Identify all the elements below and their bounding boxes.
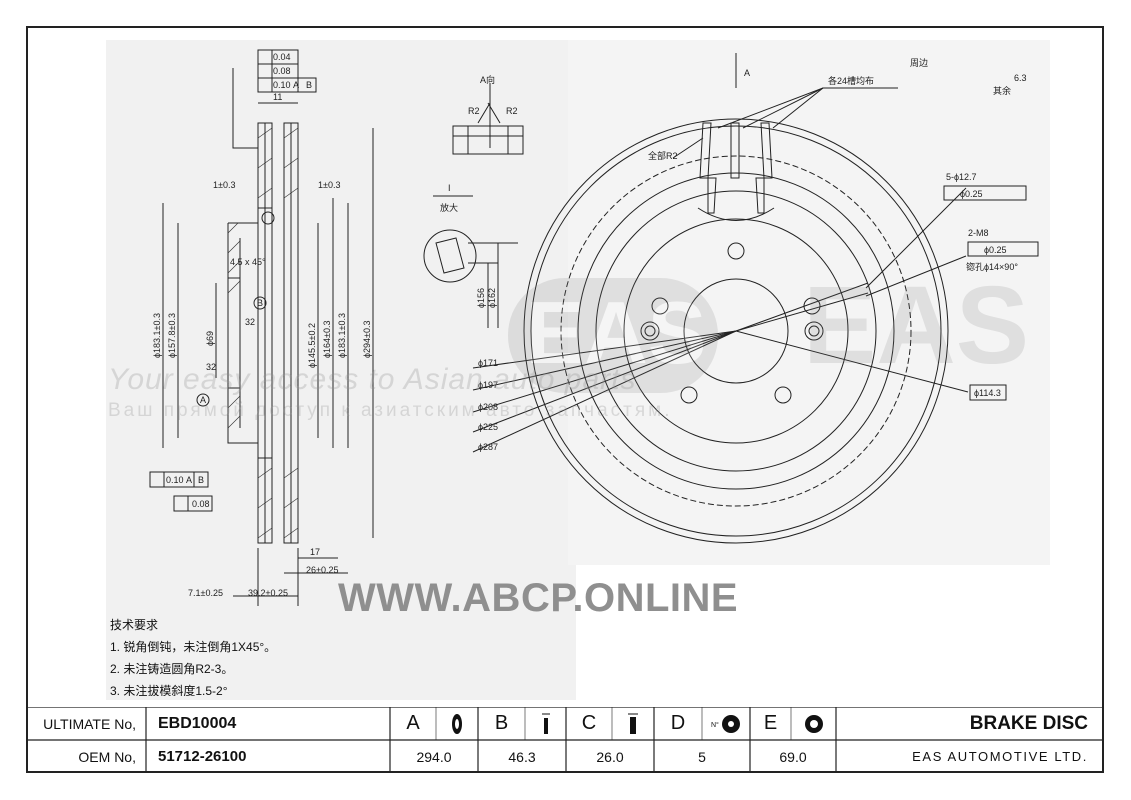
svg-text:各24槽均布: 各24槽均布 (828, 75, 874, 86)
front-annotations: A 各24槽均布 周边 6.3 其余 全部R2 5-ϕ12.7 ϕ0.25 2-… (478, 58, 1027, 452)
svg-text:其余: 其余 (993, 85, 1011, 96)
disc-thickness-icon (612, 707, 654, 740)
svg-text:6.3: 6.3 (1014, 73, 1027, 83)
center-bore-circle (683, 278, 789, 384)
scan-right-area (568, 40, 1050, 565)
outer-edge-circle (523, 118, 949, 544)
svg-text:EAS: EAS (526, 283, 707, 382)
svg-text:ϕ183.1±0.3: ϕ183.1±0.3 (337, 313, 347, 358)
disc-height-icon (525, 707, 566, 740)
svg-text:B: B (257, 298, 263, 308)
notes-line: 3. 未注拔模斜度1.5-2° (110, 684, 228, 696)
notes-line: 2. 未注铸造圆角R2-3。 (110, 662, 234, 676)
svg-text:5-ϕ12.7: 5-ϕ12.7 (946, 172, 977, 182)
dim-letter-a: A (406, 712, 420, 734)
svg-text:ϕ225: ϕ225 (478, 422, 498, 432)
svg-text:32: 32 (206, 362, 216, 372)
svg-text:0.10: 0.10 (273, 80, 291, 90)
dim-letter-c: C (581, 712, 597, 734)
svg-text:17: 17 (310, 547, 320, 557)
technical-drawing: EAS EAS 0.04 0.08 0.10 A B 11 1±0.3 1±0.… (106, 40, 1050, 700)
svg-text:B: B (306, 80, 312, 90)
svg-text:B: B (198, 475, 204, 485)
title-row-ultimate: ULTIMATE No, EBD10004 A B C D N° E BRAKE… (28, 707, 1102, 740)
technical-notes: 技术要求 1. 锐角倒钝，未注倒角1X45°。 2. 未注铸造圆角R2-3。 3… (110, 614, 580, 696)
svg-text:A: A (186, 475, 192, 485)
svg-text:32: 32 (245, 317, 255, 327)
oem-label: OEM No, (78, 748, 136, 765)
product-name: BRAKE DISC (969, 712, 1088, 734)
svg-text:ϕ162: ϕ162 (487, 288, 497, 308)
disc-diameter-icon (436, 707, 478, 740)
svg-text:1±0.3: 1±0.3 (318, 180, 340, 190)
ultimate-label: ULTIMATE No, (43, 715, 136, 732)
svg-text:ϕ183.1±0.3: ϕ183.1±0.3 (152, 313, 162, 358)
center-bore-icon (791, 707, 836, 740)
ultimate-number: EBD10004 (158, 714, 237, 732)
svg-text:ϕ145.5±0.2: ϕ145.5±0.2 (307, 323, 317, 368)
svg-text:ϕ114.3: ϕ114.3 (974, 388, 1001, 398)
svg-text:A: A (200, 395, 206, 405)
svg-text:R2: R2 (468, 106, 480, 116)
svg-text:ϕ197: ϕ197 (478, 380, 498, 390)
svg-text:0.04: 0.04 (273, 52, 291, 62)
svg-text:11: 11 (273, 92, 282, 102)
scan-left-area (106, 40, 576, 700)
value-c: 26.0 (596, 748, 624, 765)
notes-line: 1. 锐角倒钝，未注倒角1X45°。 (110, 640, 277, 654)
svg-text:ϕ157.8±0.3: ϕ157.8±0.3 (167, 313, 177, 358)
value-d: 5 (698, 748, 706, 765)
svg-text:39.2±0.25: 39.2±0.25 (248, 588, 288, 598)
title-row-oem: OEM No, 51712-26100 294.0 46.3 26.0 5 69… (28, 740, 1102, 773)
svg-text:26±0.25: 26±0.25 (306, 565, 338, 575)
eas-logo-watermark: EAS EAS (508, 264, 1029, 393)
value-a: 294.0 (416, 748, 452, 765)
value-e: 69.0 (779, 748, 807, 765)
svg-text:ϕ164±0.3: ϕ164±0.3 (322, 320, 332, 358)
dim-letter-e: E (763, 712, 778, 734)
bolt-holes-icon: N° (702, 707, 750, 740)
svg-text:ϕ171: ϕ171 (478, 358, 498, 368)
watermark-url: WWW.ABCP.ONLINE (338, 576, 739, 620)
dim-letter-b: B (494, 712, 509, 734)
title-block-grid (28, 707, 1102, 773)
cross-section-view (149, 49, 524, 606)
svg-text:A: A (293, 80, 299, 90)
svg-text:4.5 x 45°: 4.5 x 45° (230, 257, 266, 267)
svg-text:2-M8: 2-M8 (968, 228, 989, 238)
svg-text:ϕ208: ϕ208 (478, 402, 498, 412)
svg-text:0.08: 0.08 (192, 499, 210, 509)
svg-text:EAS: EAS (803, 264, 1029, 387)
svg-text:ϕ0.25: ϕ0.25 (984, 245, 1007, 255)
watermark-russian: Ваш прямой доступ к азиатским авто запча… (108, 400, 673, 421)
svg-text:ϕ156: ϕ156 (476, 288, 486, 308)
section-annotations: 0.04 0.08 0.10 A B 11 1±0.3 1±0.3 4.5 x … (152, 52, 518, 598)
title-block: ULTIMATE No, EBD10004 A B C D N° E BRAKE… (28, 707, 1102, 773)
svg-text:放大: 放大 (440, 202, 458, 213)
svg-text:ϕ294±0.3: ϕ294±0.3 (362, 320, 372, 358)
svg-text:ϕ69: ϕ69 (205, 331, 215, 346)
drawing-sheet: EAS EAS 0.04 0.08 0.10 A B 11 1±0.3 1±0.… (26, 26, 1104, 773)
oem-number: 51712-26100 (158, 748, 247, 765)
svg-text:周边: 周边 (910, 58, 928, 68)
company-name: EAS AUTOMOTIVE LTD. (912, 749, 1088, 764)
svg-text:全部R2: 全部R2 (648, 150, 678, 161)
svg-text:7.1±0.25: 7.1±0.25 (188, 588, 223, 598)
svg-text:0.10: 0.10 (166, 475, 184, 485)
front-view (472, 53, 1039, 544)
svg-text:锪孔ϕ14×90°: 锪孔ϕ14×90° (966, 261, 1018, 272)
svg-text:A: A (744, 68, 750, 78)
svg-text:R2: R2 (506, 106, 518, 116)
svg-text:I: I (448, 183, 451, 193)
svg-text:A向: A向 (480, 74, 495, 85)
value-b: 46.3 (508, 748, 536, 765)
svg-text:ϕ0.25: ϕ0.25 (960, 189, 983, 199)
svg-text:ϕ287: ϕ287 (478, 442, 498, 452)
svg-text:N°: N° (711, 721, 719, 729)
notes-heading: 技术要求 (110, 618, 159, 632)
dim-letter-d: D (670, 712, 686, 734)
svg-text:0.08: 0.08 (273, 66, 291, 76)
watermark-english: Your easy access to Asian auto parts (108, 363, 637, 396)
svg-text:1±0.3: 1±0.3 (213, 180, 235, 190)
